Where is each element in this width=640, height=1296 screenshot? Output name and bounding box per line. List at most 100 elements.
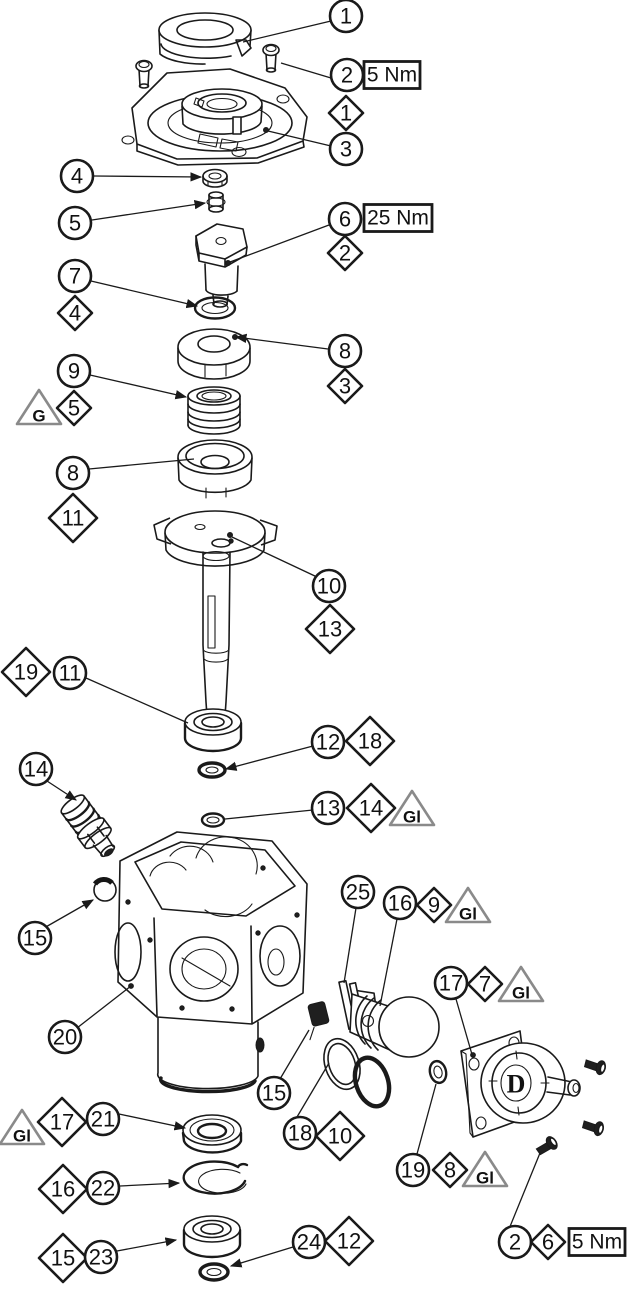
variant-diamond-callout: 10 <box>314 1110 366 1162</box>
callout-label: 2 <box>339 241 351 266</box>
variant-diamond-callout: 14 <box>345 782 397 834</box>
leader-line <box>118 1113 187 1131</box>
leader-line <box>296 1062 330 1118</box>
part-shaft-seal <box>181 1114 243 1154</box>
callout-label: 1 <box>340 4 352 29</box>
leader-line <box>93 172 203 182</box>
part-crank-shaft <box>153 510 278 730</box>
callout-label: 5 Nm <box>367 64 417 87</box>
callout-label: 8 <box>67 461 79 486</box>
part-number-callout: 18 <box>282 1115 318 1151</box>
part-ribbed-plug <box>60 794 116 858</box>
leader-line <box>343 907 357 984</box>
leader-line <box>279 1029 310 1080</box>
variant-diamond-callout: 19 <box>0 646 52 698</box>
leader-line <box>119 1178 181 1189</box>
leader-line <box>231 536 318 578</box>
callout-label: 16 <box>388 891 412 916</box>
part-bearing-cap <box>158 12 252 65</box>
part-number-callout: 11 <box>52 655 88 691</box>
part-number-callout: 24 <box>291 1224 327 1260</box>
torque-spec-box: 25 Nm <box>362 203 434 233</box>
variant-diamond-callout: 3 <box>326 367 364 405</box>
part-number-callout: 5 <box>57 205 93 241</box>
part-number-callout: 23 <box>83 1239 119 1275</box>
variant-diamond-callout: 15 <box>37 1232 89 1284</box>
callout-label: 8 <box>339 339 351 364</box>
variant-diamond-callout: 16 <box>37 1163 89 1215</box>
leader-line <box>224 809 314 820</box>
callout-label: 2 <box>341 63 353 88</box>
callout-label: 25 Nm <box>367 207 429 230</box>
part-bearing-cup <box>177 439 253 499</box>
part-screw-top-right <box>262 43 280 73</box>
lubricant-triangle-callout: Gl <box>0 1108 46 1146</box>
leader-line <box>280 62 332 79</box>
callout-label: 12 <box>337 1229 361 1254</box>
callout-label: 3 <box>340 137 352 162</box>
callout-label: 10 <box>317 574 341 599</box>
leader-line <box>76 985 132 1029</box>
callout-label: Gl <box>403 808 421 827</box>
part-number-callout: 14 <box>18 751 54 787</box>
part-number-callout: 13 <box>310 790 346 826</box>
part-number-callout: 2 <box>497 1224 533 1260</box>
part-number-callout: 1 <box>328 0 364 34</box>
part-number-callout: 8 <box>327 333 363 369</box>
part-o-ring-7 <box>193 296 237 320</box>
part-flange-screws <box>535 1059 606 1156</box>
callout-label: 17 <box>439 971 463 996</box>
variant-diamond-callout: 2 <box>326 234 364 272</box>
variant-diamond-callout: 13 <box>304 603 356 655</box>
callout-label: 6 <box>542 1230 554 1255</box>
callout-label: 11 <box>62 506 85 531</box>
callout-label: 11 <box>59 661 82 686</box>
part-bearing-lower <box>182 1215 242 1259</box>
end-cap-letter: D <box>507 1070 526 1099</box>
part-number-callout: 7 <box>57 258 93 294</box>
lubricant-triangle-callout: Gl <box>461 1150 509 1188</box>
callout-label: 13 <box>318 617 342 642</box>
part-snap-ring <box>182 1160 249 1195</box>
callout-label: 6 <box>339 207 351 232</box>
callout-label: 5 <box>69 211 81 236</box>
torque-spec-box: 5 Nm <box>567 1227 627 1257</box>
part-washer-12 <box>197 761 227 779</box>
part-screw-top-left <box>135 59 153 89</box>
variant-diamond-callout: 17 <box>36 1096 88 1148</box>
callout-label: 1 <box>340 101 352 126</box>
callout-label: 12 <box>316 730 340 755</box>
part-number-callout: 9 <box>56 353 92 389</box>
callout-label: 15 <box>262 1081 286 1106</box>
callout-label: 9 <box>68 359 80 384</box>
part-number-callout: 2 <box>329 57 365 93</box>
part-number-callout: 20 <box>47 1019 83 1055</box>
part-end-cap: D <box>460 1030 581 1138</box>
part-plug-15 <box>307 1001 330 1041</box>
leader-line <box>508 1152 541 1230</box>
callout-label: 3 <box>339 374 351 399</box>
part-washer-24 <box>198 1262 230 1282</box>
callout-label: 15 <box>23 926 47 951</box>
part-bearing-upper <box>183 708 243 753</box>
part-nut <box>202 168 228 188</box>
callout-label: 18 <box>288 1121 312 1146</box>
leader-line <box>88 458 195 470</box>
leader-line <box>224 745 314 771</box>
callout-label: Gl <box>512 984 530 1003</box>
callout-label: 14 <box>359 796 383 821</box>
part-number-callout: 17 <box>433 965 469 1001</box>
variant-diamond-callout: 7 <box>466 965 504 1003</box>
callout-label: 19 <box>401 1158 425 1183</box>
lubricant-triangle-callout: G <box>15 388 63 426</box>
variant-diamond-callout: 5 <box>55 389 93 427</box>
callout-label: 17 <box>50 1110 74 1135</box>
variant-diamond-callout: 9 <box>415 886 453 924</box>
part-number-callout: 3 <box>328 131 364 167</box>
callout-label: Gl <box>13 1127 31 1146</box>
leader-line <box>229 224 330 263</box>
part-number-callout: 15 <box>17 920 53 956</box>
leader-line <box>416 1083 437 1155</box>
part-fitting <box>206 191 226 213</box>
